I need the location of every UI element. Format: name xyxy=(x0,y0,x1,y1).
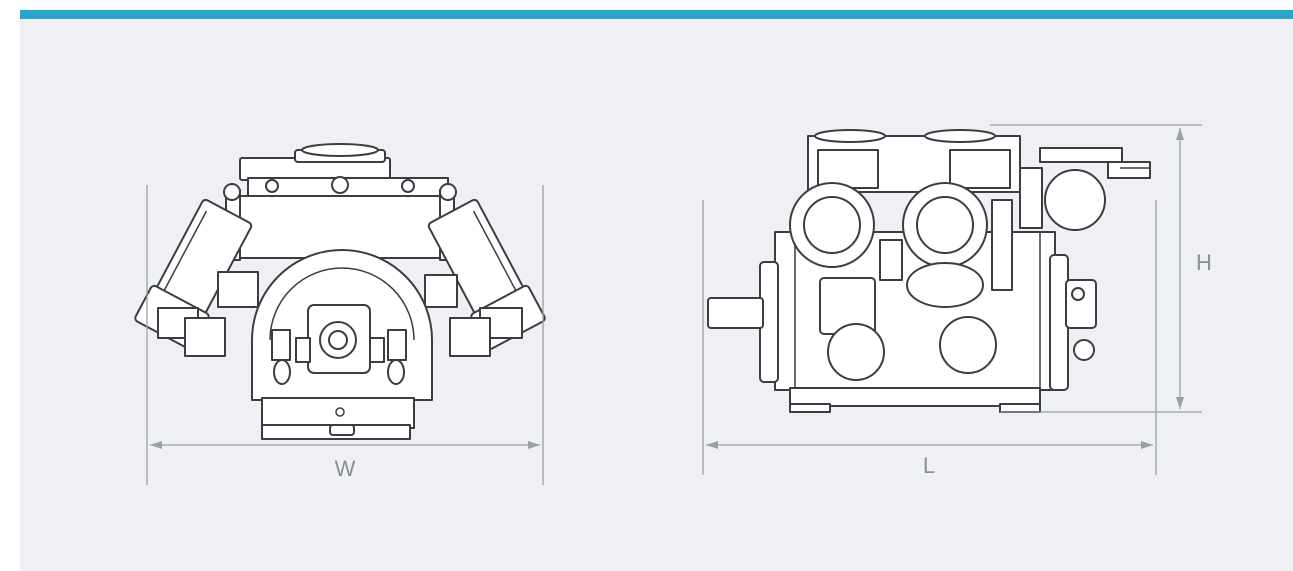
width-label: W xyxy=(335,456,356,481)
height-dimension xyxy=(990,124,1202,413)
side-view-compressor xyxy=(707,129,1151,413)
height-label: H xyxy=(1196,250,1212,275)
front-view-compressor xyxy=(134,143,546,440)
length-label: L xyxy=(923,453,935,478)
width-dimension xyxy=(146,185,544,485)
length-dimension xyxy=(702,200,1157,475)
header-accent-bar xyxy=(20,10,1293,19)
